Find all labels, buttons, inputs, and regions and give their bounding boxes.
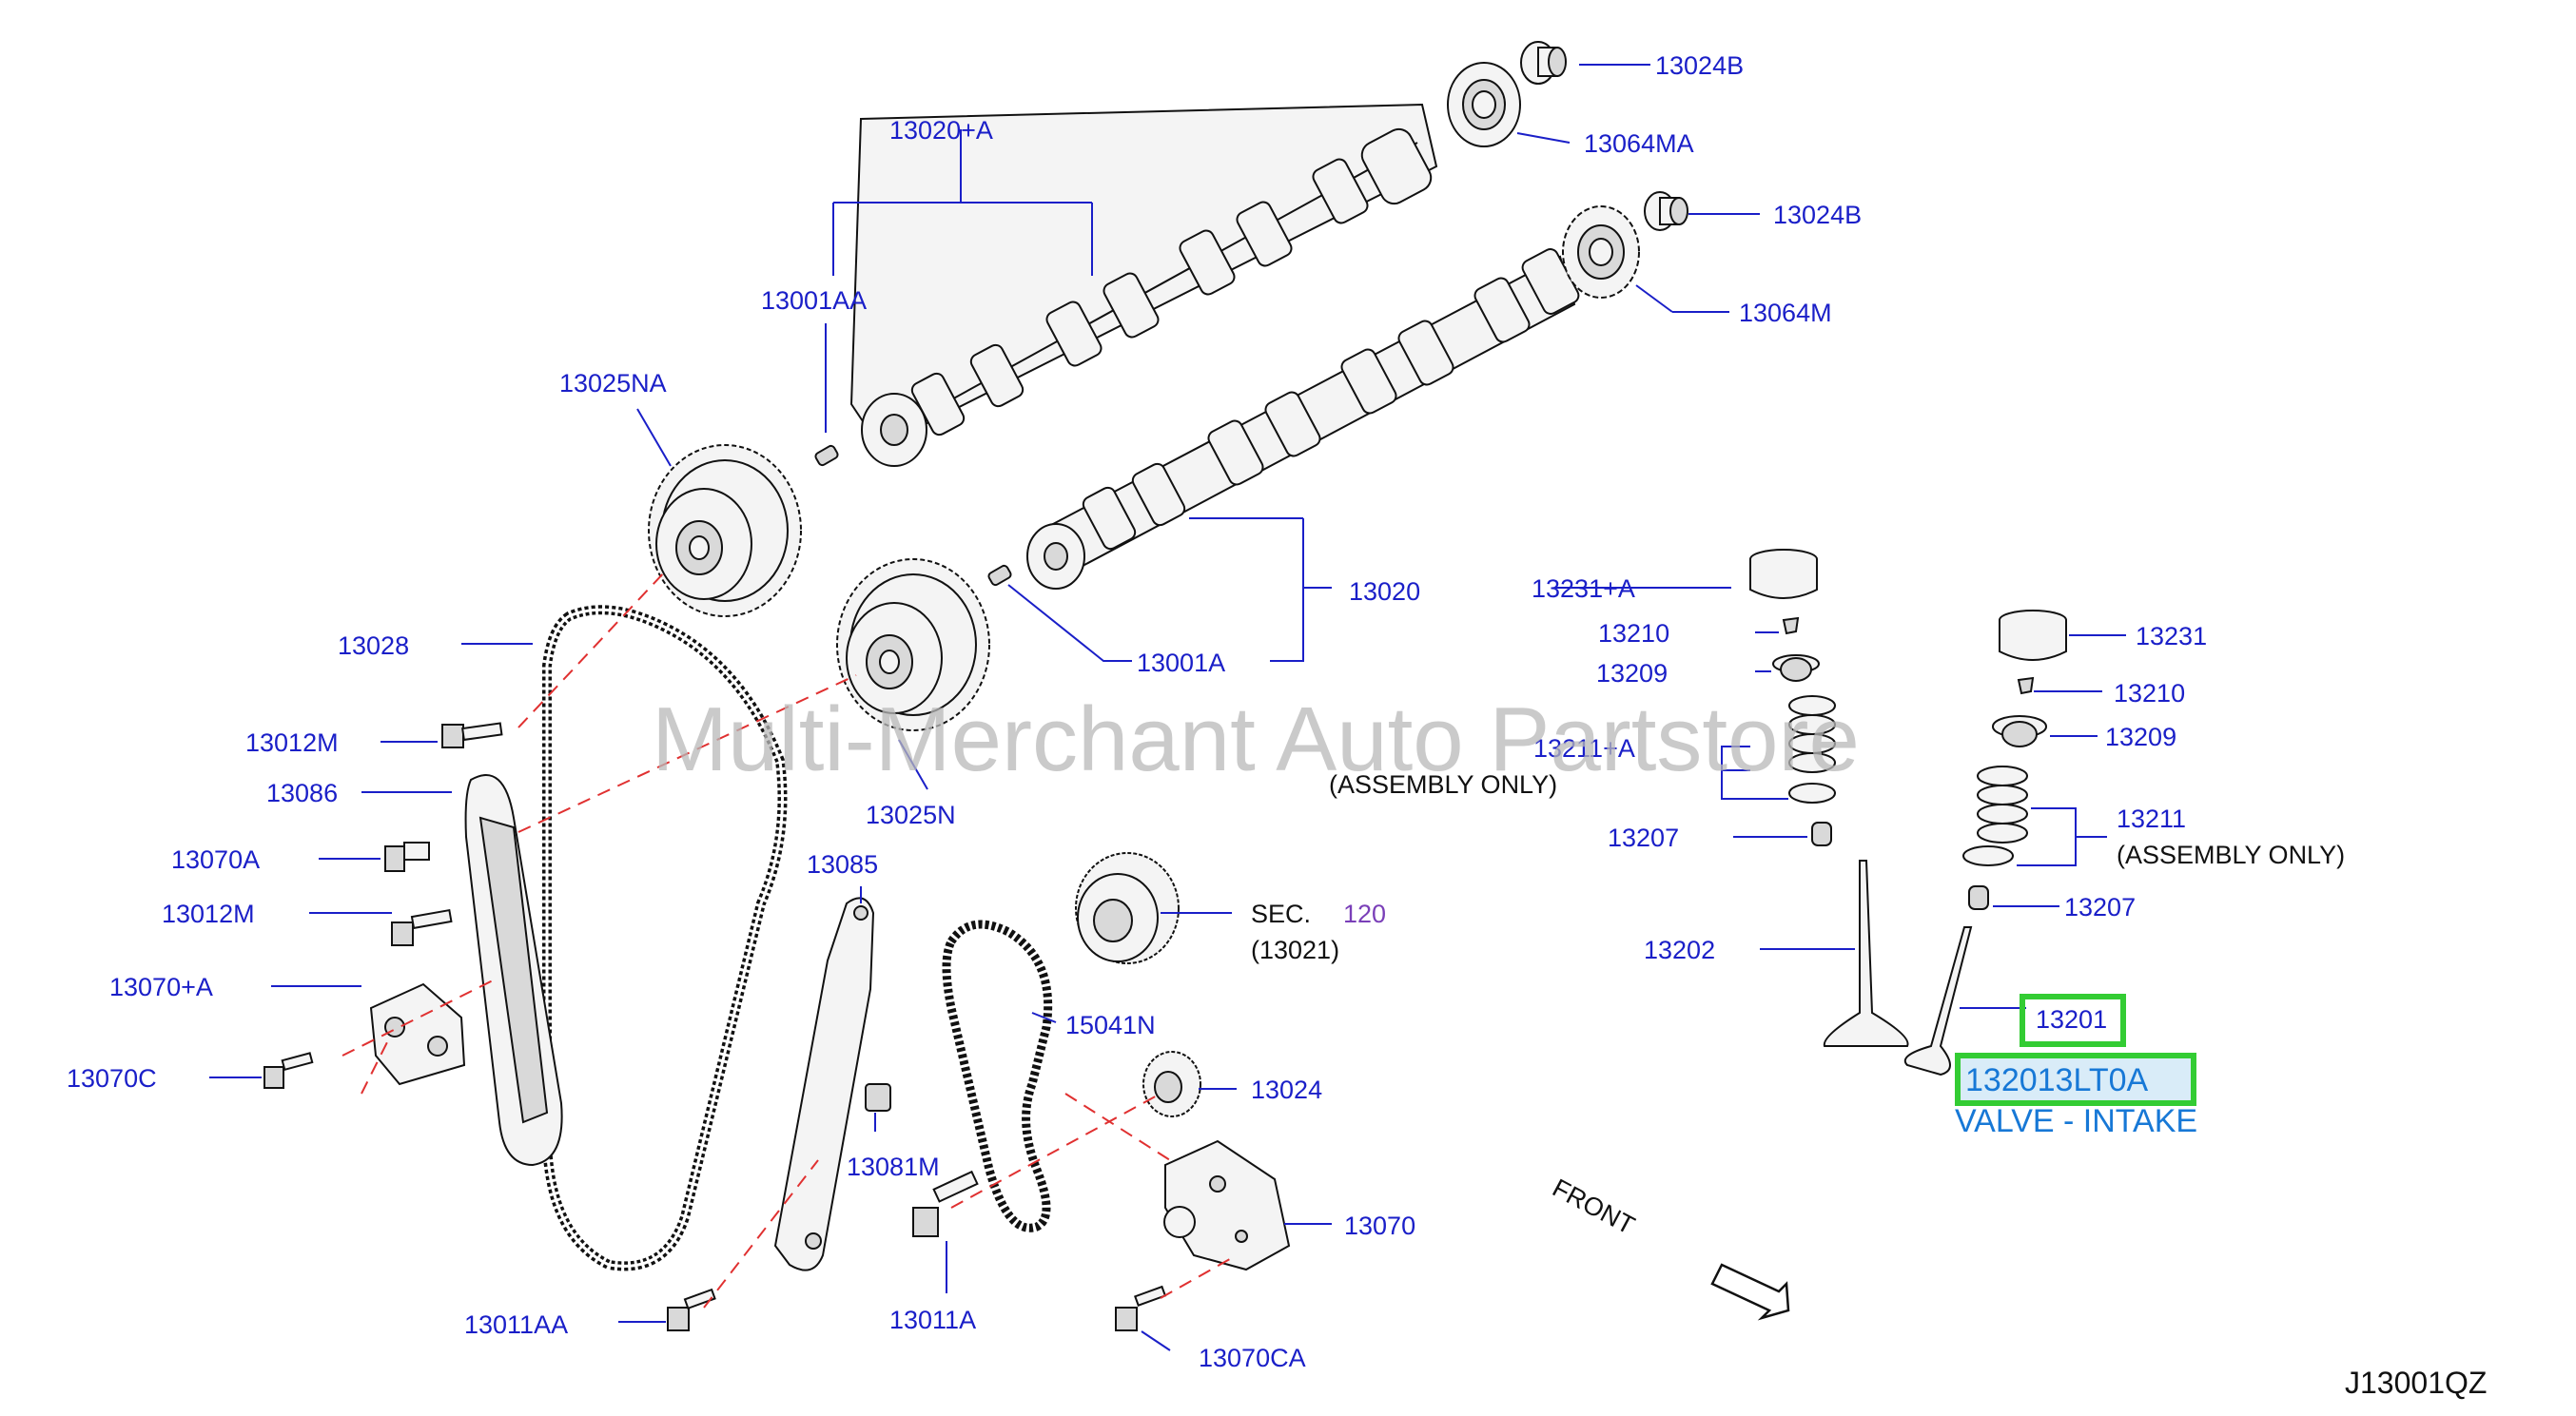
timing-chain-13028[interactable]	[542, 605, 788, 1271]
chain-guide-13086[interactable]	[464, 774, 563, 1167]
valve-13202[interactable]	[1823, 860, 1909, 1047]
label-13012M-top[interactable]: 13012M	[245, 728, 339, 757]
plug-13024B[interactable]	[1644, 191, 1688, 231]
camshaft-lower[interactable]	[1026, 246, 1581, 590]
sprocket-13064MA[interactable]	[1447, 62, 1521, 147]
watermark: Multi-Merchant Auto Partstore	[652, 689, 1860, 790]
label-13025NA[interactable]: 13025NA	[559, 369, 667, 398]
dowel-pin-13001AA[interactable]	[814, 444, 839, 467]
keeper-13210-right[interactable]	[2017, 676, 2035, 695]
retainer-13209-right[interactable]	[1992, 715, 2047, 747]
chain-15041N[interactable]	[942, 920, 1053, 1232]
bolt-13012M[interactable]	[391, 908, 453, 946]
label-13064M[interactable]: 13064M	[1739, 299, 1832, 327]
label-13231A[interactable]: 13231+A	[1532, 574, 1635, 603]
front-label: FRONT	[1548, 1174, 1639, 1240]
tensioner-13070[interactable]	[1163, 1139, 1291, 1271]
label-13070A[interactable]: 13070A	[171, 845, 260, 874]
sprocket-13024[interactable]	[1142, 1051, 1201, 1117]
label-15041N[interactable]: 15041N	[1065, 1011, 1156, 1039]
selected-part-number[interactable]: 132013LT0A	[1965, 1062, 2149, 1098]
spring-13211A[interactable]	[1788, 695, 1836, 804]
bolt-13011A[interactable]	[912, 1170, 979, 1237]
plug-13024B-top[interactable]	[1520, 41, 1567, 85]
label-13211[interactable]: 13211	[2117, 805, 2186, 833]
valve-13201[interactable]	[1903, 926, 1973, 1077]
label-13020[interactable]: 13020	[1349, 577, 1420, 606]
label-13070C[interactable]: 13070C	[67, 1064, 157, 1093]
tensioner-13070A[interactable]	[369, 982, 466, 1086]
seal-13207-left[interactable]	[1811, 822, 1832, 846]
label-13202[interactable]: 13202	[1644, 936, 1715, 964]
label-13012M[interactable]: 13012M	[162, 900, 255, 928]
label-13028[interactable]: 13028	[338, 631, 409, 660]
camshaft-upper[interactable]	[849, 103, 1438, 467]
keeper-13210-left[interactable]	[1782, 616, 1800, 635]
label-13001AA[interactable]: 13001AA	[761, 286, 867, 315]
label-assembly-only-right: (ASSEMBLY ONLY)	[2117, 841, 2345, 869]
dowel-pin-13001A[interactable]	[987, 564, 1012, 587]
label-13201[interactable]: 13201	[2036, 1005, 2107, 1034]
label-13011A[interactable]: 13011A	[889, 1306, 976, 1334]
front-arrow-icon	[1710, 1263, 1790, 1321]
part-labels: 13024B 13064MA 13020+A 13024B 13001AA 13…	[67, 51, 2345, 1372]
label-13207-left[interactable]: 13207	[1608, 824, 1679, 852]
vvt-sprocket-13025N[interactable]	[836, 558, 990, 731]
spring-13211[interactable]	[1962, 766, 2028, 866]
label-13024B[interactable]: 13024B	[1773, 201, 1862, 229]
label-13085[interactable]: 13085	[807, 850, 878, 879]
chain-guide-13085[interactable]	[773, 897, 875, 1271]
label-13024B-top[interactable]: 13024B	[1655, 51, 1744, 80]
label-13025N[interactable]: 13025N	[866, 801, 956, 829]
label-13070pA[interactable]: 13070+A	[109, 973, 213, 1001]
lifter-13231[interactable]	[1999, 610, 2067, 661]
label-13020A[interactable]: 13020+A	[889, 116, 993, 145]
label-13011AA[interactable]: 13011AA	[464, 1310, 568, 1339]
label-13001A[interactable]: 13001A	[1137, 649, 1225, 677]
label-13231[interactable]: 13231	[2136, 622, 2207, 650]
seal-13207-right[interactable]	[1968, 885, 1989, 910]
label-13064MA[interactable]: 13064MA	[1584, 129, 1694, 158]
label-13070CA[interactable]: 13070CA	[1199, 1344, 1306, 1372]
label-13086[interactable]: 13086	[266, 779, 338, 807]
alignment-lines	[342, 570, 1238, 1309]
bolt-13011AA[interactable]	[667, 1288, 716, 1331]
label-13024[interactable]: 13024	[1251, 1076, 1322, 1104]
label-13210-right[interactable]: 13210	[2114, 679, 2185, 708]
vvt-sprocket-13025NA[interactable]	[648, 444, 802, 617]
bolt-13070A[interactable]	[384, 842, 430, 872]
sprocket-13064M[interactable]	[1562, 205, 1640, 299]
label-13210-left[interactable]: 13210	[1598, 619, 1669, 648]
selection-highlight	[1955, 994, 2196, 1106]
diagram-code: J13001QZ	[2345, 1366, 2487, 1400]
bolt-13012M-top[interactable]	[441, 722, 503, 748]
label-sec: SEC.	[1251, 900, 1311, 928]
retainer-13209-left[interactable]	[1772, 654, 1820, 682]
label-13070[interactable]: 13070	[1344, 1212, 1415, 1240]
label-13209-left[interactable]: 13209	[1596, 659, 1668, 688]
label-sec-ref: (13021)	[1251, 936, 1339, 964]
label-sec-number[interactable]: 120	[1343, 900, 1386, 928]
label-13211A[interactable]: 13211+A	[1533, 734, 1635, 763]
pin-13081M[interactable]	[865, 1083, 891, 1112]
lifter-13231A[interactable]	[1749, 549, 1818, 599]
gear-13021[interactable]	[1075, 852, 1180, 964]
bolt-13070C[interactable]	[263, 1052, 314, 1089]
label-assembly-only-left: (ASSEMBLY ONLY)	[1329, 770, 1557, 799]
selected-part-description: VALVE - INTAKE	[1955, 1103, 2197, 1139]
label-13081M[interactable]: 13081M	[847, 1153, 940, 1181]
label-13207-right[interactable]: 13207	[2064, 893, 2136, 921]
label-13209-right[interactable]: 13209	[2105, 723, 2176, 751]
leader-lines	[209, 64, 2126, 1351]
bolt-13070CA[interactable]	[1115, 1285, 1167, 1331]
